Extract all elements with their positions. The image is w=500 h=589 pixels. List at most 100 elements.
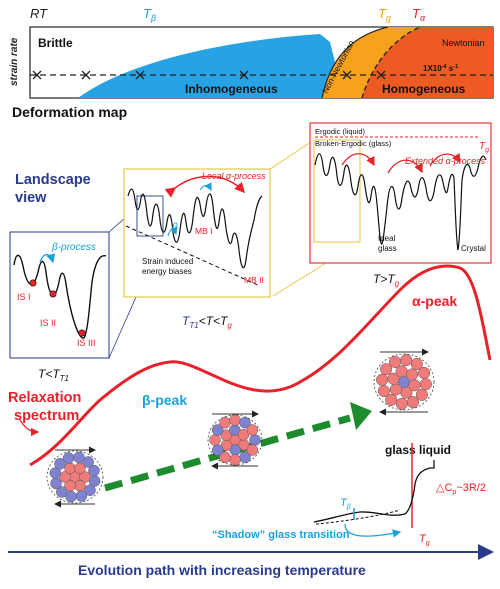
atom-red: [219, 416, 231, 429]
crystal-label: Crystal: [461, 244, 486, 253]
beta-label-mid: β: [171, 222, 178, 233]
region-homogeneous: Homogeneous: [382, 82, 466, 96]
broken-ergodic-label: Broken-Ergodic (glass): [315, 139, 392, 148]
atom-red: [395, 397, 408, 410]
deformation-map-title: Deformation map: [12, 104, 127, 120]
atom-red: [415, 388, 428, 401]
cluster-outline: [207, 414, 263, 466]
strain-rate-value: 1X10-4 s-1: [423, 64, 458, 73]
label-rt: RT: [30, 6, 48, 21]
relaxation-title-1: Relaxation: [8, 390, 81, 406]
panel-between-t1-tg: Local α-process β MB I MB II Strain indu…: [123, 168, 271, 330]
local-alpha-arrow: [164, 175, 246, 198]
data-markers: [32, 70, 386, 80]
atom-red: [74, 479, 86, 492]
atom-red: [380, 363, 393, 376]
cp-label: △Cp~3R/2: [436, 482, 486, 496]
atom-blue: [239, 451, 251, 464]
label-talpha: Tα: [412, 6, 426, 23]
shadow-glass-label: “Shadow” glass transition: [212, 529, 350, 541]
mb2-label: MB II: [244, 275, 264, 285]
atom-blue: [211, 424, 224, 436]
label-tbeta: Tβ: [143, 6, 156, 23]
ideal-glass-label-1: Ideal: [378, 234, 396, 243]
atom-blue: [211, 444, 224, 456]
ergodic-label: Ergodic (liquid): [315, 127, 366, 136]
atom-red: [406, 368, 419, 381]
atom-blue: [56, 486, 68, 498]
atom-red: [229, 414, 241, 426]
energy-landscape-curve-1: [13, 254, 107, 339]
caption-above-tg: T>Tg: [373, 272, 400, 288]
relaxation-spectrum: Relaxation spectrum α-peak β-peak: [8, 264, 492, 467]
is3-label: IS III: [77, 338, 96, 348]
atom-red: [406, 396, 420, 409]
region-inhomogeneous: Inhomogeneous: [185, 82, 278, 96]
atom-blue: [84, 484, 96, 496]
beta-peak-label: β-peak: [142, 392, 187, 408]
atom-red: [377, 384, 390, 398]
atom-red: [385, 393, 398, 406]
atom-red: [418, 366, 431, 380]
inset-glass-label: glass: [385, 443, 416, 457]
strain-bias-label-2: energy biases: [142, 267, 192, 276]
atom-red: [410, 358, 423, 371]
atom-cluster-glass: [46, 450, 104, 504]
strain-bias-label-1: Strain induced: [142, 257, 193, 266]
relaxation-title-2: spectrum: [14, 408, 79, 424]
inhomogeneous-region: [78, 34, 344, 98]
deformation-map: RT Tβ Tg Tα strain rate Brittle Inhomoge…: [9, 6, 494, 120]
alpha-peak-label: α-peak: [412, 293, 457, 309]
local-alpha-label: Local α-process: [202, 171, 266, 181]
label-tg: Tg: [378, 6, 391, 23]
landscape-title-2: view: [15, 190, 47, 206]
atom-red: [419, 378, 432, 391]
ideal-glass-label-2: glass: [378, 244, 397, 253]
atom-blue: [54, 458, 66, 470]
y-axis-label: strain rate: [9, 37, 20, 86]
atom-cluster-liquid: [373, 353, 435, 411]
atom-red: [400, 354, 413, 367]
relaxation-spectrum-curve: [29, 264, 492, 467]
energy-landscape-curve-2: [127, 188, 263, 269]
extended-alpha-label: Extended α-process: [405, 156, 486, 166]
beta-process-arrow: [39, 253, 56, 264]
landscape-view: Landscape view β-process IS I IS II IS I…: [9, 122, 492, 383]
inset-cp-plot: glass liquid △Cp~3R/2 Tβ Tg “Shadow” gla…: [212, 443, 486, 547]
green-evolution-arrow: [104, 414, 351, 492]
tg-label-panel: Tg: [479, 141, 489, 154]
atom-red: [219, 451, 231, 464]
atom-red: [246, 424, 259, 436]
atom-blue: [75, 490, 88, 502]
energy-landscape-curve-3: [314, 153, 487, 251]
inset-tg-label: Tg: [419, 533, 430, 547]
atom-blue: [73, 451, 85, 464]
atom-red: [237, 429, 250, 441]
atom-red: [376, 373, 389, 386]
strain-bias-line: [125, 225, 261, 287]
yellow-zoom-box: [313, 139, 361, 243]
atom-blue: [49, 467, 62, 479]
newtonian-region: [362, 27, 493, 98]
atom-red: [246, 444, 259, 456]
atom-blue: [249, 434, 261, 446]
inset-tbeta-label: Tβ: [340, 497, 351, 511]
region-brittle: Brittle: [38, 36, 73, 50]
evolution-path: [46, 348, 435, 508]
cp-curve: [313, 460, 435, 523]
footer: Evolution path with increasing temperatu…: [8, 544, 494, 578]
cluster-outline: [373, 353, 435, 411]
atom-red: [389, 383, 402, 396]
atom-blue: [50, 477, 62, 490]
panel-below-t1-frame: [9, 231, 110, 359]
region-newtonian: Newtonian: [442, 38, 485, 48]
atom-red: [388, 355, 402, 368]
atom-red: [209, 434, 221, 446]
atom-blue: [82, 456, 94, 468]
zoom-box: [136, 195, 164, 237]
is1-label: IS I: [17, 292, 31, 302]
cluster-outline: [46, 450, 104, 504]
atom-red: [229, 454, 241, 466]
caption-between: TT1<T<Tg: [182, 314, 232, 330]
